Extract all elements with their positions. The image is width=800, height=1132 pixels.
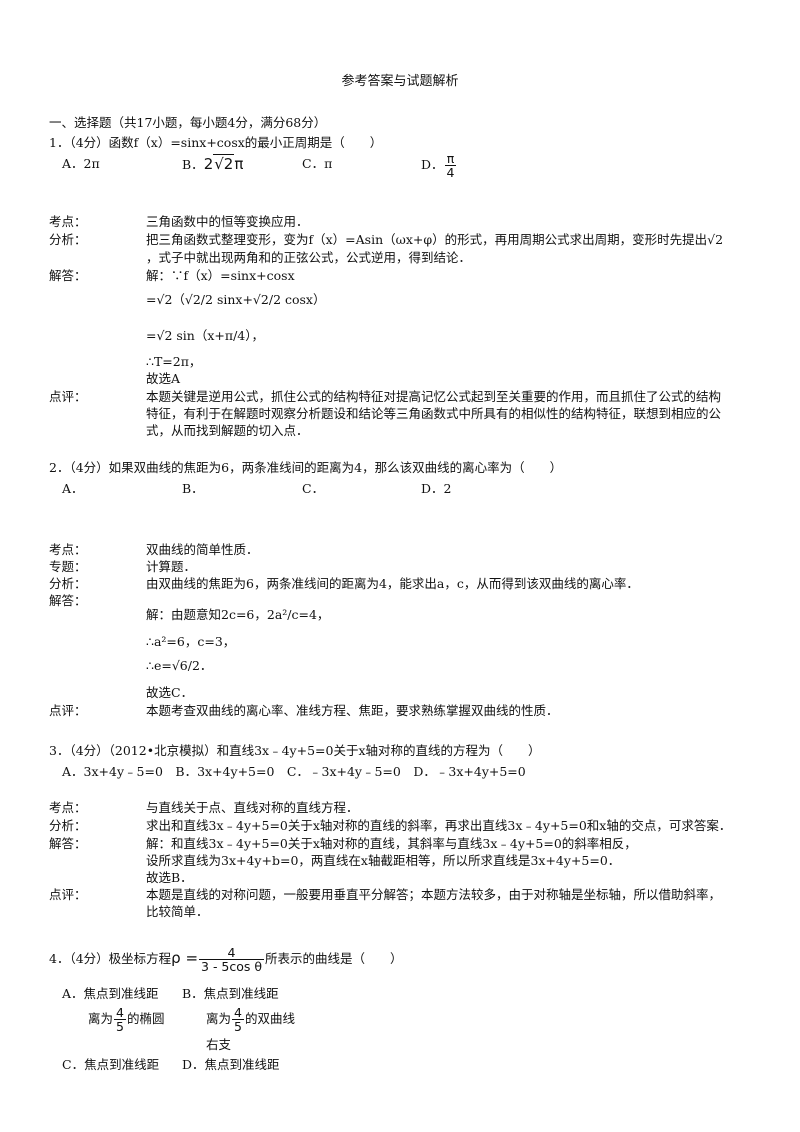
label-zhuanti: 专题： [49,559,87,574]
jieda-line: ∴a²=6，c=3， [146,634,236,649]
jieda-line: 解：∵f（x）=sinx+cosx [146,268,295,283]
dianping-text: 本题考查双曲线的离心率、准线方程、焦距，要求熟练掌握双曲线的性质． [146,703,559,718]
dianping-line: 特征，有利于在解题时观察分析题设和结论等三角函数式中所具有的相似性的结构特征，联… [146,406,722,421]
option-c: C．π [302,156,333,171]
jieda-line: 解：由题意知2c=6，2a²/c=4， [146,607,330,622]
option-d: D．2 [421,481,452,496]
jieda-line: 故选A [146,371,181,386]
options-row: A．3x+4y﹣5=0 B．3x+4y+5=0 C．﹣3x+4y﹣5=0 D．﹣… [62,764,526,779]
label-jieda: 解答： [49,593,87,608]
label-dianping: 点评： [49,887,87,902]
option-c: C． [302,481,325,496]
question-stem: 1．（4分）函数f（x）=sinx+cosx的最小正周期是（ ） [49,135,383,150]
fenxi-line: 把三角函数式整理变形，变为f（x）=Asin（ωx+φ）的形式，再用周期公式求出… [146,232,724,247]
label-kaodian: 考点： [49,542,87,557]
option-label: D． [421,157,444,173]
label-jieda: 解答： [49,836,87,851]
label-jieda: 解答： [49,268,87,283]
denominator: 3 - 5cos θ [201,959,263,975]
option-d: D．焦点到准线距 [182,1057,280,1072]
option-b: B． [182,481,204,496]
question-stem: 3．（4分）（2012•北京模拟）和直线3x﹣4y+5=0关于x轴对称的直线的方… [49,743,541,758]
fenxi-text: 由双曲线的焦距为6，两条准线间的距离为4，能求出a，c，从而得到该双曲线的离心率… [146,576,639,591]
numerator: 4 [232,1005,244,1021]
numerator: 4 [114,1005,126,1021]
jieda-line: 故选B． [146,870,193,885]
rho-symbol: ρ = [171,949,199,968]
stem-text: 4．（4分）极坐标方程 [49,951,172,967]
label-fenxi: 分析： [49,576,87,591]
label-dianping: 点评： [49,703,87,718]
label-fenxi: 分析： [49,232,87,247]
option-b-detail-2: 右支 [206,1037,232,1052]
dianping-line: 本题关键是逆用公式，抓住公式的结构特征对提高记忆公式起到至关重要的作用，而且抓住… [146,389,722,404]
jieda-line: ∴e=√6/2． [146,658,213,673]
text: 离为 [206,1011,232,1027]
page-title: 参考答案与试题解析 [341,74,459,89]
option-a: A． [62,481,84,496]
zhuanti-text: 计算题． [146,559,197,574]
jieda-line: ∴T=2π， [146,354,202,369]
option-a: A．2π [62,156,100,171]
option-b: B．2√2π [182,154,244,173]
label-kaodian: 考点： [49,800,87,815]
jieda-line: =√2（√2/2 sinx+√2/2 cosx） [146,292,326,307]
denominator: 4 [446,165,455,181]
jieda-line: 故选C． [146,685,194,700]
label-kaodian: 考点： [49,214,87,229]
fenxi-text: 求出和直线3x﹣4y+5=0关于x轴对称的直线的斜率，再求出直线3x﹣4y+5=… [146,818,732,833]
option-label: B． [182,157,204,172]
dianping-line: 比较简单． [146,904,209,919]
text: 的双曲线 [244,1011,295,1027]
kaodian-text: 与直线关于点、直线对称的直线方程． [146,800,359,815]
label-dianping: 点评： [49,389,87,404]
text: 的椭圆 [126,1011,165,1027]
stem-text: 所表示的曲线是（ ） [265,951,403,967]
fenxi-line: ，式子中就出现两角和的正弦公式，公式逆用，得到结论． [146,250,472,265]
option-a: A．焦点到准线距 [62,986,159,1001]
denominator: 5 [234,1019,242,1035]
numerator: 4 [199,946,265,961]
dianping-line: 本题是直线的对称问题，一般要用垂直平分解答；本题方法较多，由于对称轴是坐标轴，所… [146,887,722,902]
option-value: 2√2π [203,154,244,173]
jieda-line: =√2 sin（x+π/4）， [146,328,264,343]
numerator: π [444,152,457,167]
kaodian-text: 双曲线的简单性质． [146,542,259,557]
label-fenxi: 分析： [49,818,87,833]
kaodian-text: 三角函数中的恒等变换应用． [146,214,309,229]
dianping-line: 式，从而找到解题的切入点． [146,423,309,438]
section-heading: 一、选择题（共17小题，每小题4分，满分68分） [49,115,327,130]
text: 离为 [88,1011,114,1027]
jieda-line: 解：和直线3x﹣4y+5=0关于x轴对称的直线，其斜率与直线3x﹣4y+5=0的… [146,836,637,851]
denominator: 5 [116,1019,124,1035]
option-b: B．焦点到准线距 [182,986,279,1001]
jieda-line: 设所求直线为3x+4y+b=0，两直线在x轴截距相等，所以所求直线是3x+4y+… [146,853,621,868]
option-c: C．焦点到准线距 [62,1057,160,1072]
question-stem: 2．（4分）如果双曲线的焦距为6，两条准线间的距离为4，那么该双曲线的离心率为（… [49,460,563,475]
